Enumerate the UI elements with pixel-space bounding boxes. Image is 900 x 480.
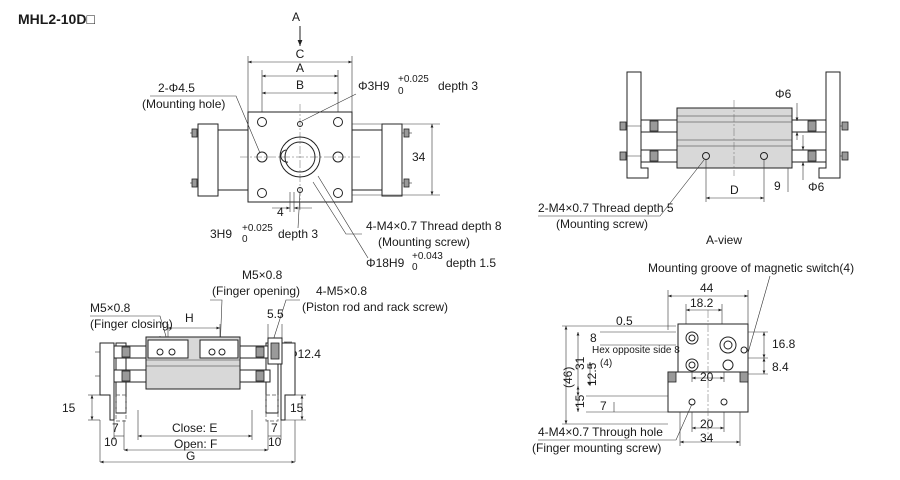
dim-44: 44 (700, 281, 714, 295)
dim-15-left: 15 (62, 401, 76, 415)
dim-34-side: 34 (700, 431, 714, 445)
tol-upper: +0.043 (412, 251, 443, 262)
callout-m5-opening-note: (Finger opening) (212, 284, 300, 298)
dim-d: D (730, 183, 739, 197)
dim-7-side: 7 (600, 399, 607, 413)
dim-7-right: 7 (271, 421, 278, 435)
tol-lower: 0 (398, 86, 404, 97)
front-view: M5×0.8 (Finger opening) 4-M5×0.8 (Piston… (62, 268, 448, 464)
hex-sub: (4) (600, 358, 612, 369)
port-icon (156, 348, 164, 356)
callout-phi18h9-depth: depth 1.5 (446, 256, 496, 270)
callout-m5-closing: M5×0.8 (90, 301, 131, 315)
tol-upper: +0.025 (242, 223, 273, 234)
dim-16-8: 16.8 (772, 337, 796, 351)
dim-4: 4 (277, 205, 284, 219)
callout-2phi45: 2-Φ4.5 (158, 81, 195, 95)
mounting-hole-icon (256, 151, 268, 163)
dim-g: G (186, 449, 195, 463)
dim-15-right: 15 (290, 401, 304, 415)
callout-m5-opening: M5×0.8 (242, 268, 283, 282)
mounting-screw-icon (702, 152, 710, 160)
dim-10-right: 10 (268, 435, 282, 449)
side-view: Mounting groove of magnetic switch(4) 44… (532, 261, 854, 455)
callout-m5-piston-note: (Piston rod and rack screw) (302, 300, 448, 314)
a-view-body (676, 107, 793, 169)
callout-phi3h9: Φ3H9 (358, 79, 390, 93)
dim-7-left: 7 (112, 421, 119, 435)
bore-icon (279, 136, 321, 178)
dim-close-e: Close: E (172, 421, 217, 435)
a-view-left-finger (626, 71, 649, 179)
callout-a-thread-note: (Mounting screw) (556, 217, 648, 231)
left-clamp (197, 123, 219, 197)
callout-groove: Mounting groove of magnetic switch(4) (648, 261, 854, 275)
a-view-caption: A-view (706, 233, 742, 247)
callout-phi18h9: Φ18H9 (366, 256, 405, 270)
side-view-body (677, 323, 749, 373)
dim-18-2: 18.2 (690, 296, 714, 310)
callout-phi3h9-depth: depth 3 (438, 79, 478, 93)
dim-10-left: 10 (104, 435, 118, 449)
dim-31: 31 (573, 356, 587, 370)
callout-2phi45-note: (Mounting hole) (142, 97, 225, 111)
callout-3h9-depth: depth 3 (278, 227, 318, 241)
view-arrow-label: A (292, 10, 300, 24)
tol-upper: +0.025 (398, 74, 429, 85)
dim-8-4: 8.4 (772, 360, 789, 374)
dim-15-side: 15 (573, 394, 587, 408)
dim-5-5: 5.5 (267, 307, 284, 321)
dim-8: 8 (590, 331, 597, 345)
callout-m5-closing-note: (Finger closing) (90, 317, 173, 331)
dim-phi12-4: Φ12.4 (288, 347, 321, 361)
dim-46: (46) (561, 367, 575, 388)
dim-20-mid: 20 (700, 370, 714, 384)
dim-12-5: 12.5 (585, 362, 599, 386)
right-clamp (381, 123, 403, 197)
dim-0-5: 0.5 (616, 314, 633, 328)
a-view: D 9 Φ6 Φ6 2-M4×0.7 Thread depth 5 (Mount… (538, 71, 849, 247)
bolt-head-icon (685, 331, 699, 345)
dim-a: A (296, 61, 304, 75)
dim-34: 34 (412, 150, 426, 164)
callout-a-thread: 2-M4×0.7 Thread depth 5 (538, 201, 674, 215)
mounting-screw-icon (257, 117, 267, 127)
dim-phi6-bottom: Φ6 (808, 180, 825, 194)
drawing-title: MHL2-10D□ (18, 11, 95, 27)
dim-b: B (296, 78, 304, 92)
hex-note: Hex opposite side 8 (592, 345, 680, 356)
callout-side-thread: 4-M4×0.7 Through hole (538, 425, 663, 439)
dim-c: C (296, 47, 305, 61)
tol-lower: 0 (412, 262, 418, 273)
dim-open-f: Open: F (174, 437, 217, 451)
callout-side-thread-note: (Finger mounting screw) (532, 441, 661, 455)
callout-m5-piston: 4-M5×0.8 (316, 284, 367, 298)
dim-phi6-top: Φ6 (775, 87, 792, 101)
front-left-finger (99, 342, 115, 421)
dim-20-bottom: 20 (700, 417, 714, 431)
dim-9: 9 (774, 179, 781, 193)
top-view: A C A B (142, 10, 502, 273)
dim-h: H (185, 311, 194, 325)
callout-3h9: 3H9 (210, 227, 232, 241)
callout-4m4: 4-M4×0.7 Thread depth 8 (366, 219, 502, 233)
callout-4m4-note: (Mounting screw) (378, 235, 470, 249)
tol-lower: 0 (242, 234, 248, 245)
